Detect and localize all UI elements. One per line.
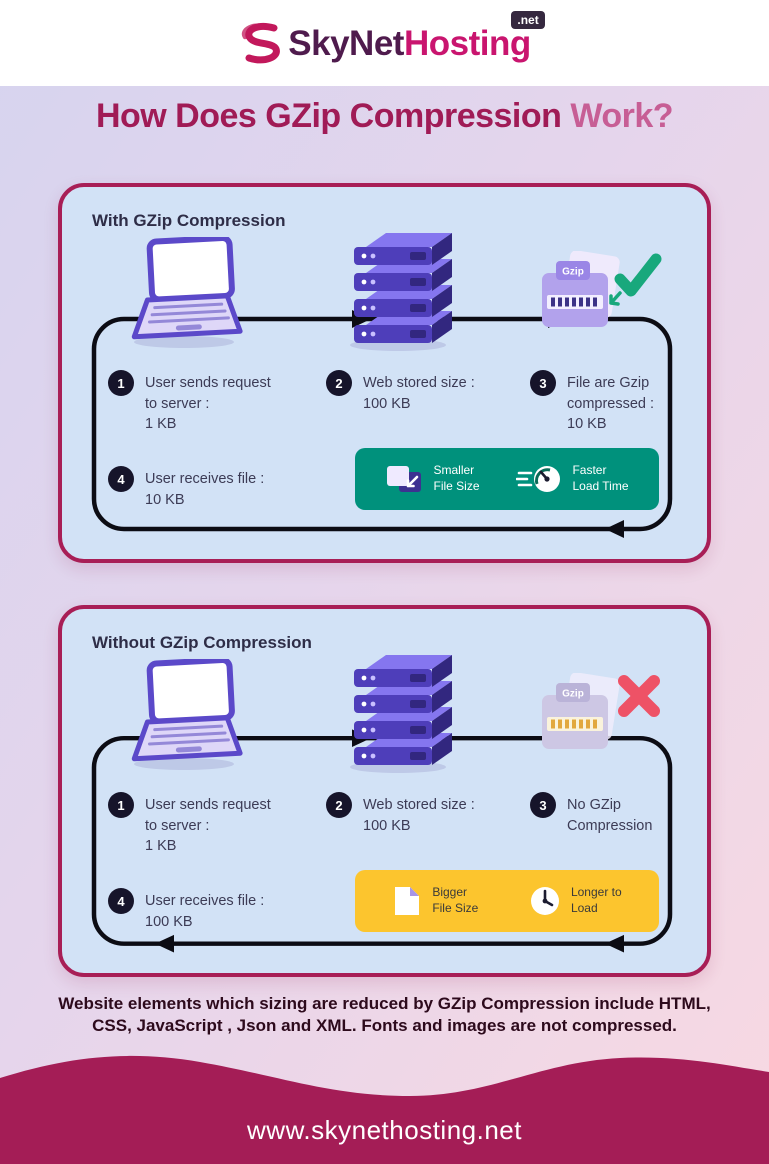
panel-without-gzip: Without GZip Compression: [58, 605, 711, 977]
step-number-badge: 4: [108, 888, 134, 914]
check-icon: [614, 253, 662, 297]
panel-title: With GZip Compression: [92, 211, 286, 230]
laptop-icon: [122, 235, 250, 354]
arrow-left-icon: [605, 520, 624, 538]
gzip-label: Gzip: [562, 689, 584, 700]
arrow-left-icon: [155, 934, 174, 953]
brand-name-second: Hosting: [403, 23, 531, 63]
step-text: Web stored size : 100 KB: [363, 375, 475, 412]
step-4: 4 User receives file : 100 KB: [108, 888, 338, 932]
benefit-label: Smaller File Size: [433, 463, 480, 493]
step-number-badge: 1: [108, 370, 134, 396]
benefit-label: Faster Load Time: [572, 463, 629, 493]
page-title-accent: Work?: [570, 97, 674, 135]
compress-arrow-icon: [609, 291, 622, 306]
step-number-badge: 4: [108, 466, 134, 492]
benefit-label: Bigger File Size: [432, 885, 479, 915]
benefit-item: Smaller File Size: [385, 463, 480, 494]
step-2: 2 Web stored size : 100 KB: [326, 370, 516, 414]
benefits-bar: Smaller File Size: [355, 448, 659, 510]
faster-load-time-icon: [516, 463, 562, 495]
step-number-badge: 2: [326, 370, 352, 396]
step-text: File are Gzip compressed : 10 KB: [567, 375, 655, 433]
step-number-badge: 1: [108, 792, 134, 818]
footer-wave: [0, 1055, 769, 1164]
panel-title: Without GZip Compression: [92, 633, 312, 652]
step-number-badge: 3: [530, 370, 556, 396]
step-number-badge: 2: [326, 792, 352, 818]
bigger-file-size-icon: [392, 885, 422, 917]
step-text: User sends request to server : 1 KB: [145, 797, 271, 855]
brand-logo: SkyNetHosting .net: [238, 11, 545, 64]
page-title-main: How Does GZip Compression: [95, 97, 571, 135]
step-4: 4 User receives file : 10 KB: [108, 466, 338, 510]
step-text: User receives file : 100 KB: [145, 893, 265, 930]
gzip-file-uncompressed-icon: Gzip: [530, 672, 662, 774]
gzip-file-compressed-icon: Gzip: [530, 250, 662, 352]
step-text: User sends request to server : 1 KB: [145, 375, 271, 433]
tld-badge: .net: [511, 11, 545, 29]
footer-note: Website elements which sizing are reduce…: [58, 994, 711, 1036]
drawbacks-bar: Bigger File Size Longer to Load: [355, 870, 659, 932]
panel-with-gzip: With GZip Compression: [58, 183, 711, 563]
longer-to-load-icon: [529, 885, 561, 917]
step-text: User receives file : 10 KB: [145, 471, 265, 508]
page-title: How Does GZip Compression Work?: [0, 97, 769, 136]
benefit-label: Longer to Load: [570, 885, 622, 915]
laptop-icon: [122, 657, 250, 776]
server-icon: [348, 231, 458, 356]
brand-name-first: SkyNet: [288, 23, 404, 63]
cross-icon: [618, 675, 660, 717]
logo-s-mark-icon: [242, 22, 281, 64]
step-2: 2 Web stored size : 100 KB: [326, 792, 516, 836]
step-3: 3 No GZip Compression: [530, 792, 700, 836]
step-number-badge: 3: [530, 792, 556, 818]
brand-name: SkyNetHosting: [288, 23, 531, 63]
benefit-item: Longer to Load: [529, 885, 622, 917]
step-1: 1 User sends request to server : 1 KB: [108, 792, 318, 857]
gzip-label: Gzip: [562, 267, 584, 278]
smaller-file-size-icon: [385, 464, 423, 494]
step-text: No GZip Compression: [567, 797, 653, 834]
step-1: 1 User sends request to server : 1 KB: [108, 370, 318, 435]
benefit-item: Bigger File Size: [392, 885, 478, 917]
step-text: Web stored size : 100 KB: [363, 797, 475, 834]
arrow-left-icon: [605, 934, 624, 953]
step-3: 3 File are Gzip compressed : 10 KB: [530, 370, 700, 435]
benefit-item: Faster Load Time: [516, 463, 629, 495]
header-bar: SkyNetHosting .net: [0, 0, 769, 86]
server-icon: [348, 653, 458, 778]
footer-url: www.skynethosting.net: [247, 1115, 522, 1145]
